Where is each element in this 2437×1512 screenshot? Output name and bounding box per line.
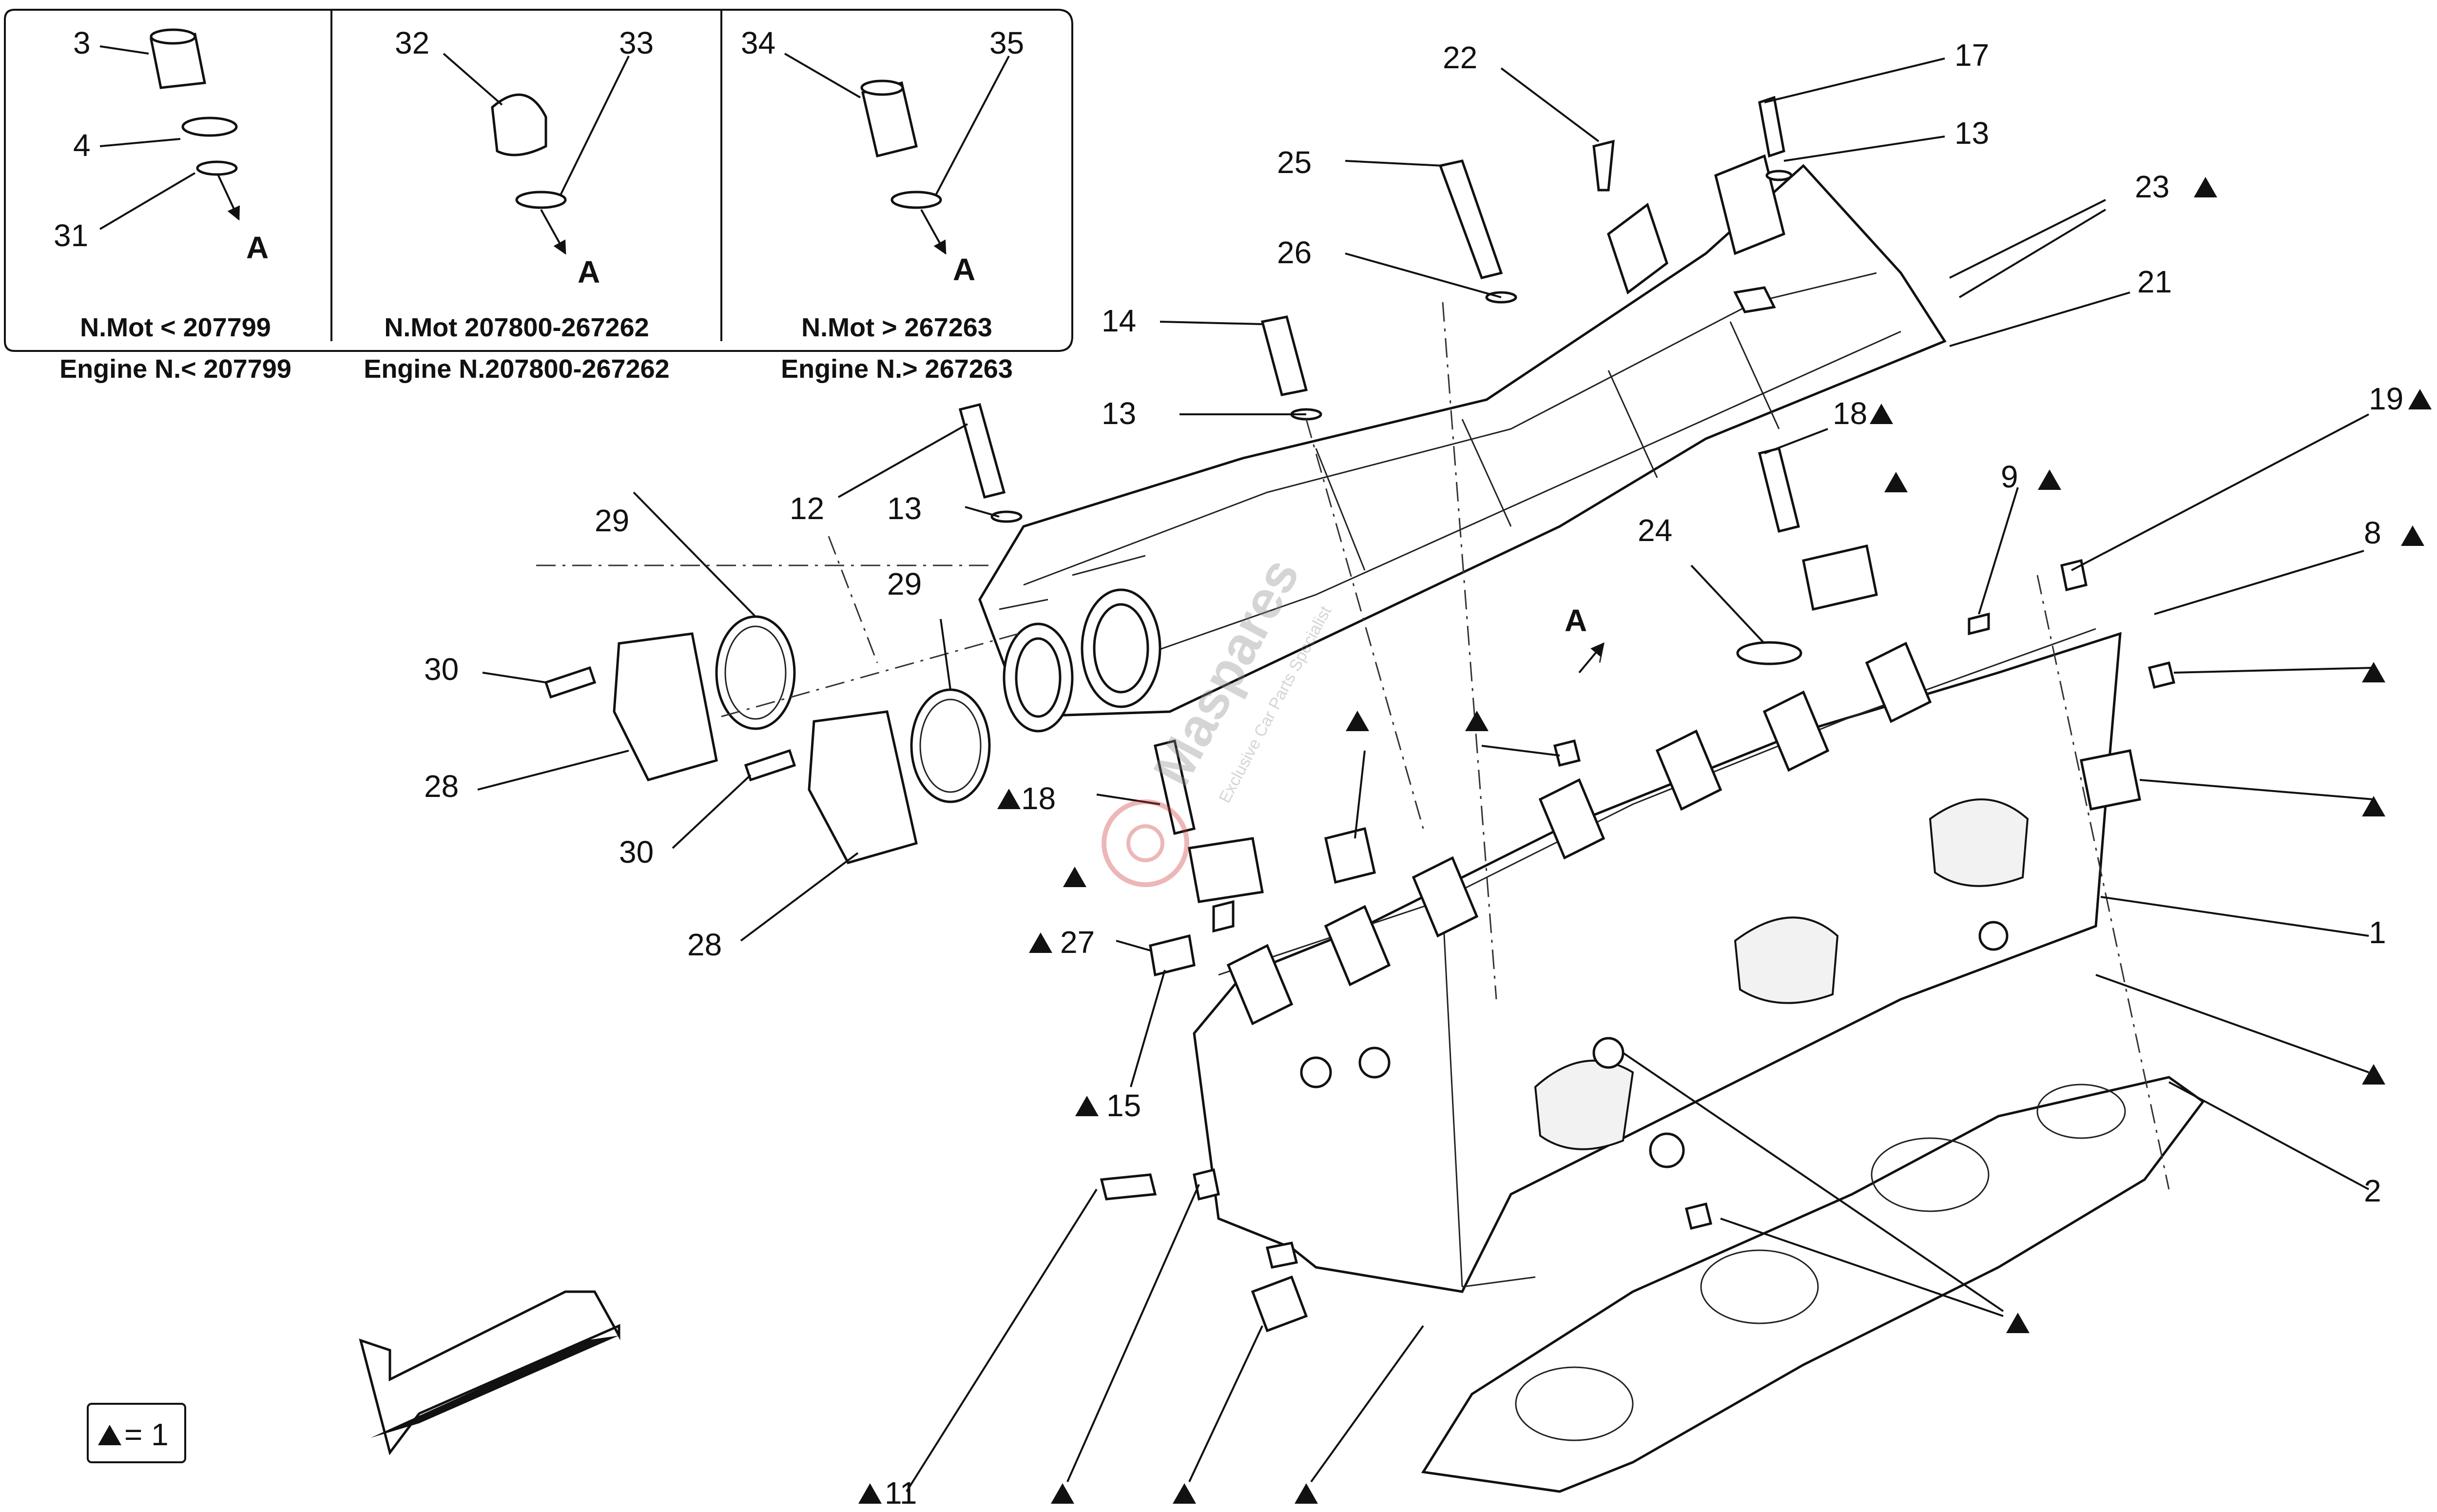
inset-2-label-bottom: Engine N.207800-267262 xyxy=(364,354,669,384)
callout-17: 17 xyxy=(1954,38,1989,73)
bolt-17 xyxy=(1758,96,1785,158)
callout-22: 22 xyxy=(1443,40,1477,75)
bolt-18a xyxy=(1758,446,1800,533)
callout-27: 27 xyxy=(1060,925,1095,960)
leader-lines xyxy=(477,58,2374,1493)
legend-text: = 1 xyxy=(124,1417,169,1452)
inset-3-label-top: N.Mot > 267263 xyxy=(801,313,992,342)
direction-arrow-icon xyxy=(359,1290,620,1455)
callout-13: 13 xyxy=(887,491,922,526)
callout-33: 33 xyxy=(619,25,654,60)
callout-18: 18 xyxy=(1021,781,1056,816)
callout-18: 18 xyxy=(1833,396,1867,431)
callout-30: 30 xyxy=(619,834,654,870)
callout-34: 34 xyxy=(741,25,775,60)
inset-2-parts xyxy=(443,53,630,255)
callout-labels: 22 17 13 25 23 26 21 14 13 18 19 12 13 9… xyxy=(424,38,2432,1511)
bolt-18b xyxy=(1154,739,1196,835)
callout-13: 13 xyxy=(1954,116,1989,151)
bolt-12 xyxy=(958,403,1006,499)
inset-1-label-top: N.Mot < 207799 xyxy=(80,313,271,342)
callout-8: 8 xyxy=(2364,515,2381,550)
callout-28: 28 xyxy=(424,769,459,804)
callout-11: 11 xyxy=(885,1475,917,1511)
bolt-14 xyxy=(1260,315,1308,396)
callout-25: 25 xyxy=(1277,145,1312,180)
callout-29: 29 xyxy=(887,566,922,601)
callout-35: 35 xyxy=(989,25,1024,60)
ref-a-2: A xyxy=(578,254,600,290)
sensor-22 xyxy=(1592,139,1615,192)
callout-2: 2 xyxy=(2364,1173,2381,1208)
legend: = 1 xyxy=(87,1403,186,1463)
callout-29: 29 xyxy=(595,503,629,538)
callout-1: 1 xyxy=(2369,915,2386,950)
inset-panels: 3 4 31 A N.Mot < 207799 Engine N.< 20779… xyxy=(4,9,1073,384)
callout-21: 21 xyxy=(2137,264,2172,299)
camshaft-caps-row xyxy=(1226,641,1932,1026)
callout-15: 15 xyxy=(1106,1088,1141,1123)
callout-3: 3 xyxy=(73,25,91,60)
inset-1-parts xyxy=(99,28,240,230)
inset-3-parts xyxy=(784,53,1010,255)
cover-28b xyxy=(808,710,918,864)
assembly-lines xyxy=(536,302,2170,1190)
cover-28a xyxy=(613,632,718,781)
cylinder-head xyxy=(1193,628,2122,1293)
bolt-25 xyxy=(1438,159,1503,279)
callout-26: 26 xyxy=(1277,235,1312,270)
callout-23: 23 xyxy=(2135,169,2169,204)
callout-31: 31 xyxy=(54,218,88,253)
head-gasket xyxy=(1421,1076,2205,1493)
callout-12: 12 xyxy=(790,491,824,526)
callout-13: 13 xyxy=(1102,396,1136,431)
inset-1-label-bottom: Engine N.< 207799 xyxy=(59,354,291,384)
camshaft-housing xyxy=(978,154,1947,733)
callout-24: 24 xyxy=(1638,513,1672,548)
callout-19: 19 xyxy=(2369,381,2403,416)
inset-3-label-bottom: Engine N.> 267263 xyxy=(781,354,1013,384)
callout-4: 4 xyxy=(73,128,91,163)
callout-30: 30 xyxy=(424,652,459,687)
callout-32: 32 xyxy=(395,25,429,60)
callout-9: 9 xyxy=(2001,459,2018,494)
callout-14: 14 xyxy=(1102,303,1136,338)
callout-28: 28 xyxy=(687,927,722,962)
ref-a-main: A xyxy=(1565,603,1587,638)
ref-a-1: A xyxy=(246,230,269,265)
small-parts xyxy=(544,96,2176,1333)
inset-2-label-top: N.Mot 207800-267262 xyxy=(384,313,649,342)
ref-a-3: A xyxy=(953,252,975,287)
